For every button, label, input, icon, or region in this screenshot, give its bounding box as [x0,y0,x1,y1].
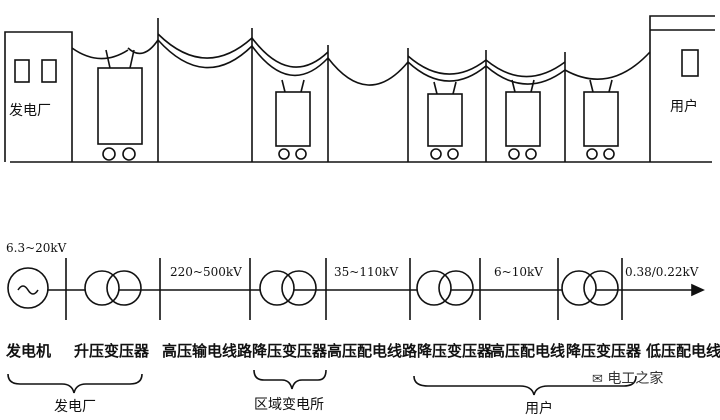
watermark: ✉ 电工之家 [592,372,663,386]
wire [407,55,566,78]
component-label-lv-distribution: 低压配电线 [646,342,720,360]
group-label-user: 用户 [525,401,553,417]
user-label: 用户 [670,99,698,115]
component-label-hv-distribution-line: 高压配电线 [490,342,566,360]
generator-symbol [7,267,49,309]
brace-user [413,375,637,396]
component-label-generator: 发电机 [6,342,52,360]
voltage-low: 0.38/0.22kV [625,265,699,279]
step-down-transformer-drawing [583,79,619,160]
watermark-icon: ✉ [592,372,603,387]
transformer-symbol [84,270,142,306]
sine-icon [17,285,39,295]
step-up-transformer-drawing [97,49,143,161]
component-label-step-down-3: 降压变压器 [566,342,642,360]
user-building [649,15,715,162]
component-label-step-down-1: 降压变压器 [252,342,328,360]
voltage-distribution-mid: 6~10kV [494,265,543,279]
substation-transformer-drawing [275,79,311,160]
transformer-symbol [416,270,474,306]
transformer-symbol [561,270,619,306]
wire [127,38,651,86]
power-plant-building [4,31,73,162]
group-label-substation: 区域变电所 [254,397,324,413]
brace-plant [7,373,143,394]
step-down-transformer-drawing [427,81,463,160]
component-label-hv-transmission: 高压输电线路 [162,342,253,360]
wire [71,47,129,60]
voltage-generator: 6.3~20kV [6,241,67,255]
transformer-symbol [259,270,317,306]
step-down-transformer-drawing [505,79,541,160]
component-label-step-up: 升压变压器 [74,342,150,360]
voltage-transmission: 220~500kV [170,265,242,279]
power-plant-label: 发电厂 [9,103,51,119]
watermark-text: 电工之家 [607,371,664,387]
group-label-plant: 发电厂 [54,399,96,415]
component-label-hv-distribution: 高压配电线路 [327,342,418,360]
component-label-step-down-2: 降压变压器 [417,342,493,360]
brace-substation [253,369,327,390]
voltage-distribution-high: 35~110kV [334,265,399,279]
arrow-head-icon [691,283,705,297]
wire [157,33,329,68]
